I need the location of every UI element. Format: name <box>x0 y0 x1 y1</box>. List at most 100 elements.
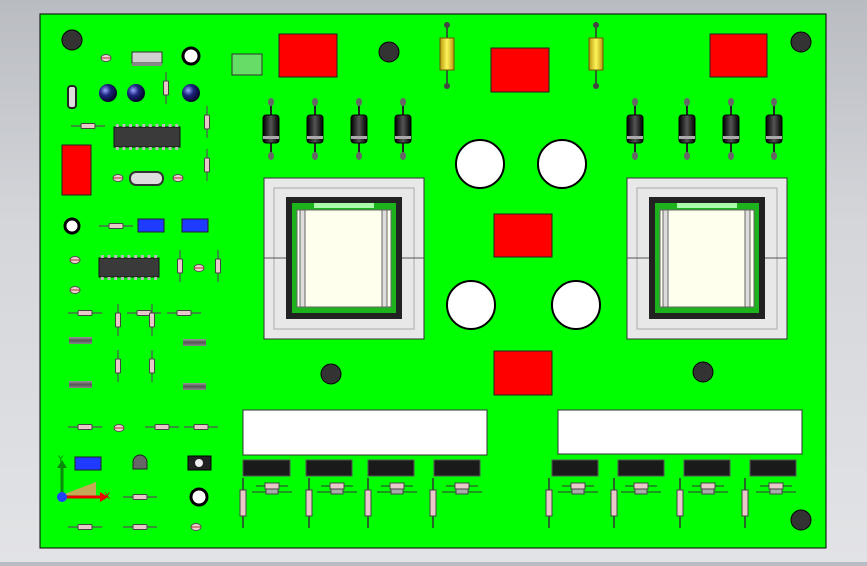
resistor <box>68 524 102 530</box>
resistor <box>167 310 201 316</box>
indicator-led <box>182 84 200 102</box>
crystal <box>129 171 164 186</box>
resistor <box>204 106 210 138</box>
ceramic-capacitor <box>69 286 81 294</box>
diode <box>394 98 412 160</box>
round-pad <box>63 217 81 235</box>
gate-resistor <box>239 478 247 528</box>
resistor <box>149 350 155 382</box>
ceramic-capacitor <box>113 424 125 432</box>
resistor <box>123 524 157 530</box>
heatsink-right <box>557 409 803 455</box>
gate-resistor <box>364 478 372 528</box>
transformers <box>263 177 788 340</box>
yellow-resistor <box>588 22 604 89</box>
switch-body <box>683 459 731 477</box>
resistor <box>68 424 102 430</box>
gate-small-resistor <box>688 482 728 495</box>
power-capacitor <box>551 280 601 330</box>
power-pad <box>490 47 550 93</box>
axis-x-label: X <box>104 492 110 502</box>
round-pad <box>189 487 209 507</box>
dip-ic <box>98 255 160 280</box>
power-pad <box>278 33 338 78</box>
switch-bodies <box>242 459 797 477</box>
switch-body <box>242 459 291 477</box>
resistor <box>149 304 155 336</box>
resistor <box>68 310 102 316</box>
gate-small-resistor <box>558 482 598 495</box>
resistor <box>215 250 221 282</box>
ceramic-capacitor <box>190 523 202 531</box>
diode-row <box>262 98 783 160</box>
gate-resistor <box>429 478 437 528</box>
switch-body <box>433 459 481 477</box>
sensor-module <box>131 51 163 64</box>
ceramic-capacitor <box>100 54 112 62</box>
to92-transistor <box>132 454 148 470</box>
power-capacitor <box>537 139 587 189</box>
smd-part <box>69 381 92 388</box>
switch-body <box>367 459 415 477</box>
ceramic-capacitor <box>172 174 184 182</box>
gate-small-resistor <box>621 482 661 495</box>
resistor <box>123 494 157 500</box>
diode <box>306 98 324 160</box>
led-connector <box>231 53 263 76</box>
mounting-hole <box>692 361 714 383</box>
small-capacitor <box>67 85 77 109</box>
blue-connector <box>137 218 165 233</box>
resistor <box>99 223 133 229</box>
resistor <box>177 250 183 282</box>
smd-part <box>183 383 206 390</box>
round-pad <box>181 46 201 66</box>
switch-body <box>551 459 599 477</box>
blue-connector <box>74 456 102 471</box>
axis-triad: X Y <box>57 455 110 502</box>
power-capacitors <box>446 139 601 330</box>
indicator-led <box>127 84 145 102</box>
gate-resistor <box>741 478 749 528</box>
mounting-hole <box>320 363 342 385</box>
power-capacitor <box>446 280 496 330</box>
diode <box>350 98 368 160</box>
ceramic-capacitor <box>69 256 81 264</box>
diode <box>678 98 696 160</box>
mounting-hole <box>378 41 400 63</box>
gate-small-resistor <box>756 482 796 495</box>
power-pad <box>493 350 553 396</box>
blue-connector <box>181 218 209 233</box>
power-capacitor <box>455 139 505 189</box>
gate-drivers <box>239 478 796 528</box>
transformer <box>626 177 788 340</box>
mounting-hole <box>790 31 812 53</box>
power-pad <box>493 213 553 258</box>
mounting-holes <box>61 29 812 531</box>
resistor <box>115 350 121 382</box>
diode <box>626 98 644 160</box>
axis-y-label: Y <box>57 455 64 465</box>
smd-part <box>183 339 206 346</box>
power-pad <box>709 33 768 78</box>
mounting-hole <box>61 29 83 51</box>
diode <box>765 98 783 160</box>
gate-small-resistor <box>442 482 482 495</box>
resistor <box>163 72 169 104</box>
switch-body <box>617 459 665 477</box>
power-pad <box>61 144 92 196</box>
resistor <box>184 424 218 430</box>
ceramic-capacitor <box>193 264 205 272</box>
resistor <box>71 123 105 129</box>
gate-resistor <box>305 478 313 528</box>
transformer <box>263 177 425 340</box>
resistor <box>115 304 121 336</box>
gate-resistor <box>610 478 618 528</box>
mounting-hole <box>790 509 812 531</box>
yellow-resistor <box>439 22 455 89</box>
resistor <box>145 424 179 430</box>
dip-ic <box>113 124 181 150</box>
control-area <box>63 46 263 507</box>
diode <box>262 98 280 160</box>
switch-body <box>749 459 797 477</box>
